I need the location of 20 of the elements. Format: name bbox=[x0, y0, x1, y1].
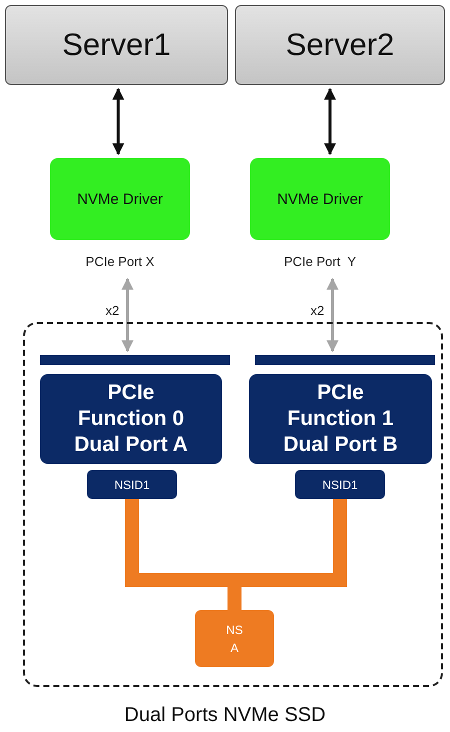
double-arrow bbox=[112, 88, 124, 156]
edge-label: x2 bbox=[106, 303, 120, 318]
nsid-box: NSID1 bbox=[87, 470, 177, 499]
namespace-label: NS A bbox=[225, 622, 244, 656]
double-arrow bbox=[122, 278, 134, 352]
server-box: Server2 bbox=[235, 5, 445, 85]
edge-label: x2 bbox=[310, 303, 324, 318]
port-bar bbox=[40, 355, 230, 365]
function-box: PCIe Function 0 Dual Port A bbox=[40, 374, 222, 464]
nsid-box: NSID1 bbox=[295, 470, 385, 499]
port-label: PCIe Port Y bbox=[282, 254, 357, 269]
port-label: PCIe Port X bbox=[84, 254, 156, 269]
function-box: PCIe Function 1 Dual Port B bbox=[249, 374, 432, 464]
double-arrow bbox=[324, 88, 336, 156]
ssd-container bbox=[23, 322, 443, 687]
server-box: Server1 bbox=[5, 5, 228, 85]
caption: Dual Ports NVMe SSD bbox=[123, 704, 327, 727]
port-bar bbox=[255, 355, 435, 365]
double-arrow bbox=[326, 278, 338, 352]
namespace-box bbox=[195, 610, 274, 667]
